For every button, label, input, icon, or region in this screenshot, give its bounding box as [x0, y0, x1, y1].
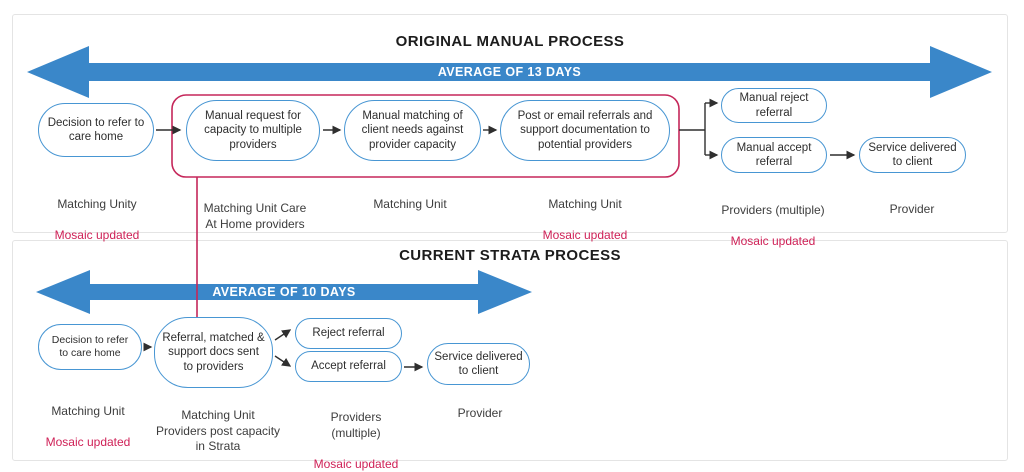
node-decision-strata: Decision to refer to care home: [38, 324, 142, 370]
mosaic-updated-label: Mosaic updated: [313, 457, 399, 472]
node-manual-matching: Manual matching of client needs against …: [344, 100, 481, 161]
strata-timeline-label: AVERAGE OF 10 DAYS: [212, 285, 356, 299]
node-accept-referral: Accept referral: [295, 351, 402, 382]
caption-decision-strata: Matching Unit Mosaic updated: [13, 388, 163, 467]
caption-text: Matching Unit Providers post capacity in…: [155, 407, 281, 454]
mosaic-updated-label: Mosaic updated: [730, 234, 816, 249]
caption-providers-strata: Providers (multiple) Mosaic updated: [271, 394, 441, 472]
original-timeline-label: AVERAGE OF 13 DAYS: [437, 65, 582, 79]
caption-providers-original: Providers (multiple) Mosaic updated: [688, 187, 858, 266]
caption-text: Matching Unit: [548, 196, 622, 211]
caption-matching: Matching Unit: [325, 181, 495, 228]
node-manual-accept: Manual accept referral: [721, 137, 827, 173]
node-decision-original: Decision to refer to care home: [38, 103, 154, 157]
node-referral-sent: Referral, matched & support docs sent to…: [154, 317, 273, 388]
caption-referral: Matching Unit Providers post capacity in…: [128, 392, 308, 472]
caption-provider-original: Provider: [827, 186, 997, 233]
mosaic-updated-label: Mosaic updated: [54, 228, 140, 243]
strata-process-title: CURRENT STRATA PROCESS: [399, 247, 621, 264]
caption-post: Matching Unit Mosaic updated: [500, 181, 670, 260]
mosaic-updated-label: Mosaic updated: [45, 435, 131, 450]
node-manual-reject: Manual reject referral: [721, 88, 827, 123]
caption-text: Provider: [889, 201, 935, 216]
node-reject-referral: Reject referral: [295, 318, 402, 349]
caption-text: Matching Unity: [57, 196, 137, 211]
caption-provider-strata: Provider: [395, 390, 565, 437]
caption-text: Matching Unit: [51, 403, 125, 418]
mosaic-updated-label: Mosaic updated: [542, 228, 628, 243]
caption-request: Matching Unit Care At Home providers: [170, 185, 340, 248]
caption-text: Matching Unit: [373, 196, 447, 211]
node-service-delivered-strata: Service delivered to client: [427, 343, 530, 385]
node-service-delivered-original: Service delivered to client: [859, 137, 966, 173]
original-process-title: ORIGINAL MANUAL PROCESS: [395, 33, 625, 50]
caption-decision-original: Matching Unity Mosaic updated: [22, 181, 172, 260]
caption-text: Provider: [457, 405, 503, 420]
node-manual-request: Manual request for capacity to multiple …: [186, 100, 320, 161]
caption-text: Providers (multiple): [330, 409, 382, 440]
caption-text: Matching Unit Care At Home providers: [203, 200, 307, 231]
caption-text: Providers (multiple): [721, 202, 825, 217]
node-post-email-referrals: Post or email referrals and support docu…: [500, 100, 670, 161]
